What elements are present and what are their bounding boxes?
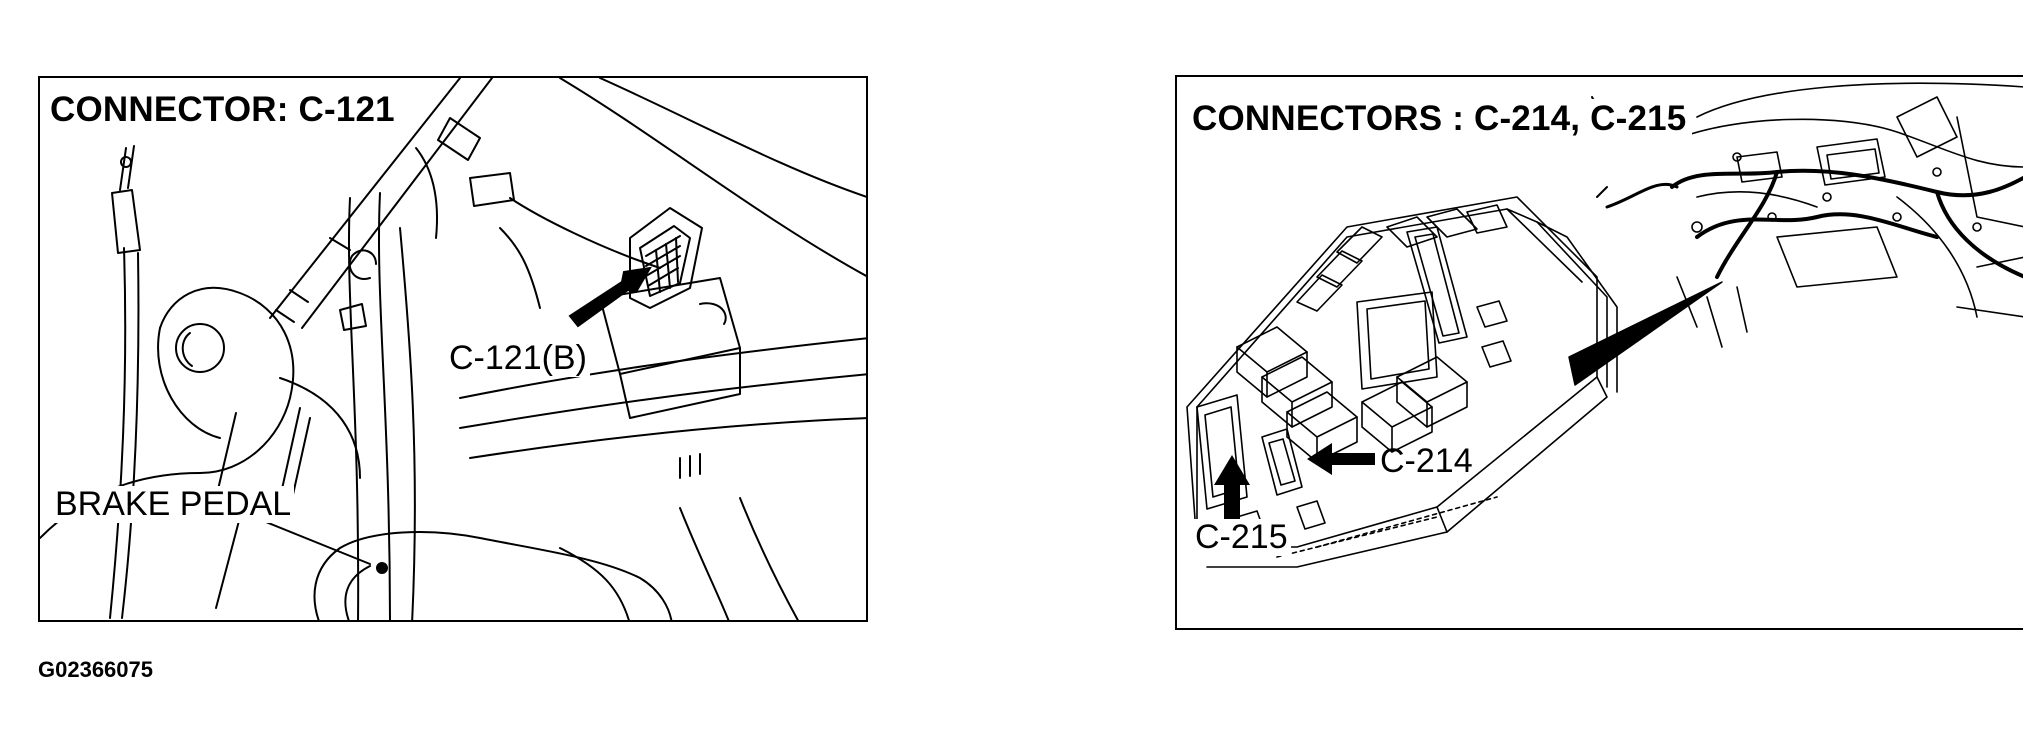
junction-block-line-art	[1186, 82, 2023, 568]
callout-arrow-icon	[568, 266, 652, 328]
connector-c121-illustration: CONNECTOR: C-121 C-121(B) BRAKE PEDAL	[38, 76, 868, 622]
label-connector-c215: C-215	[1192, 518, 1291, 557]
panel-title-connectors-c214-c215: CONNECTORS : C-214, C-215	[1192, 99, 1693, 141]
label-connector-c214: C-214	[1380, 442, 1473, 480]
brake-pedal-area-line-art	[40, 78, 866, 620]
figure-code: G02366075	[38, 657, 153, 682]
connectors-c214-c215-illustration: CONNECTORS : C-214, C-215 C-214 C-215	[1175, 75, 2023, 630]
panel-title-connector-c121: CONNECTOR: C-121	[50, 90, 401, 132]
view-pointer-icon	[1568, 281, 1723, 386]
callout-arrow-icon	[1214, 443, 1375, 527]
label-connector-c121b: C-121(B)	[446, 339, 590, 378]
label-brake-pedal: BRAKE PEDAL	[52, 485, 295, 524]
